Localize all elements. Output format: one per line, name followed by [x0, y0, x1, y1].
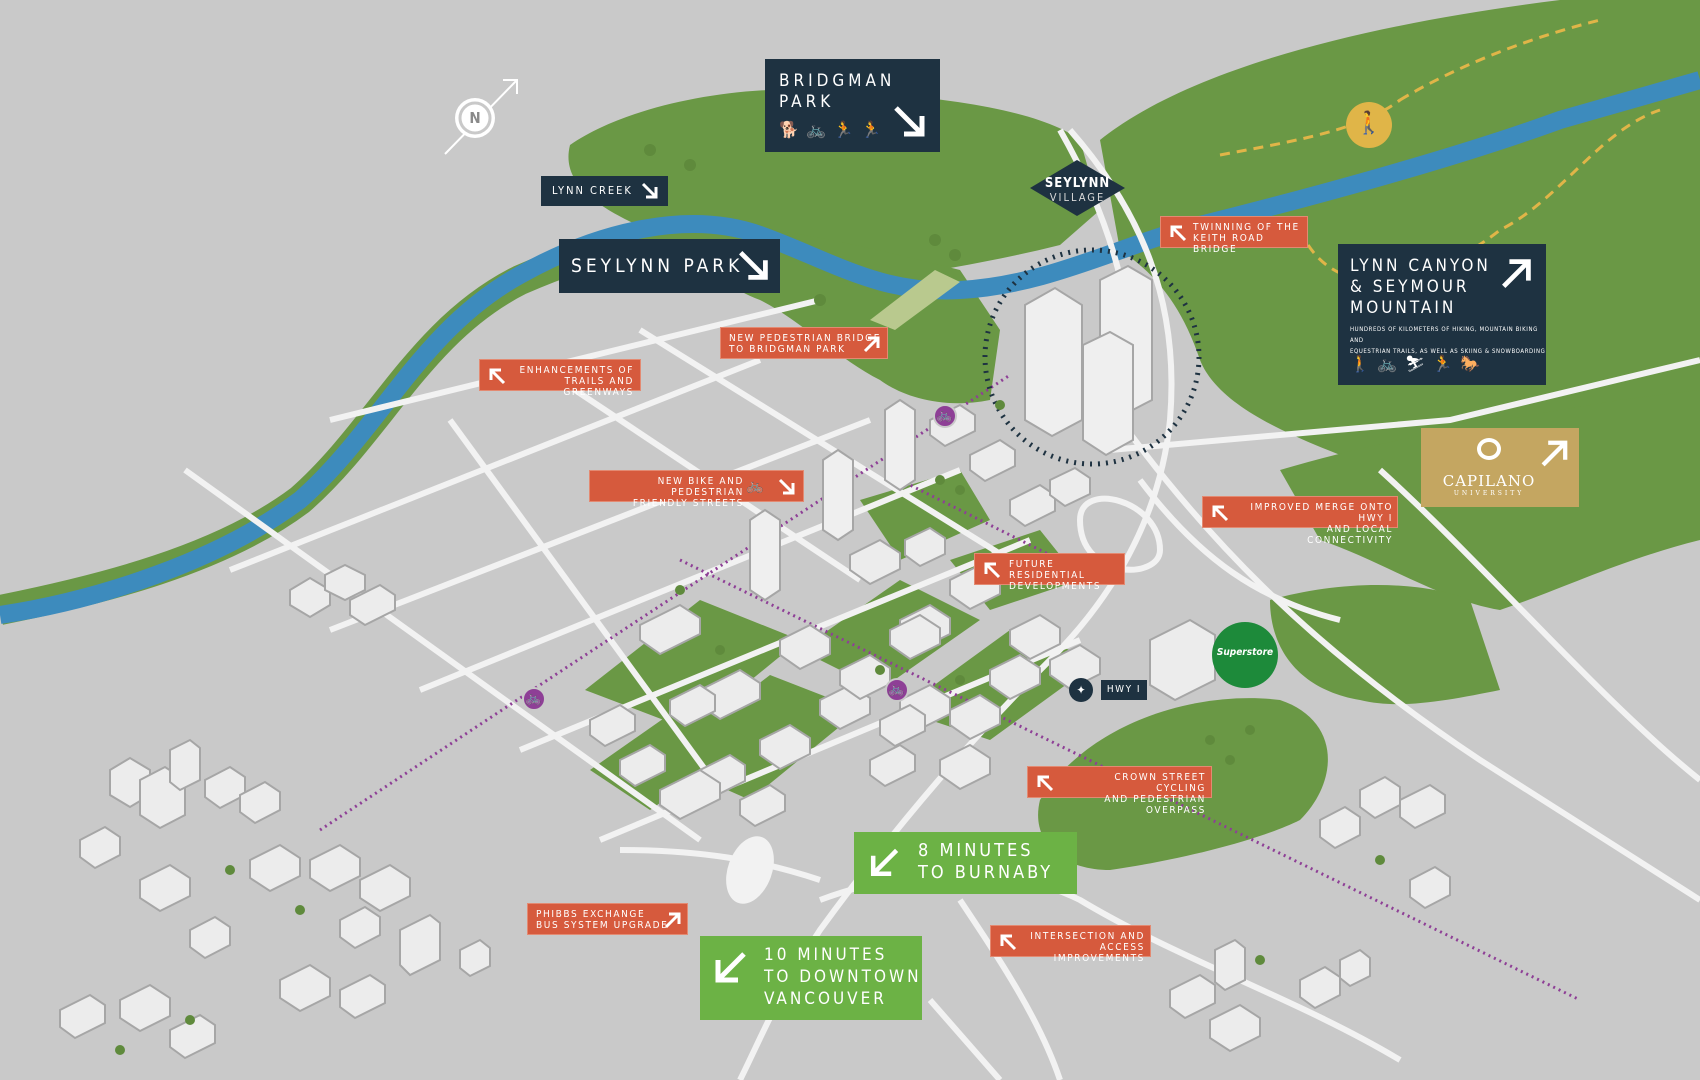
arrow-up-left-icon — [1037, 775, 1054, 792]
bike-icon: 🚲 — [746, 478, 765, 494]
future-residential-label[interactable]: FUTURE RESIDENTIAL DEVELOPMENTS — [974, 553, 1125, 592]
run-icon: 🏃 — [833, 120, 856, 139]
bike-streets-label[interactable]: NEW BIKE AND PEDESTRIAN FRIENDLY STREETS… — [589, 470, 804, 509]
bike-route-marker: 🚲 — [885, 678, 909, 702]
twinning-bridge-text: TWINNING OF THE KEITH ROAD BRIDGE — [1193, 222, 1300, 255]
hwy-label: HWY I — [1101, 680, 1147, 700]
run-icon: 🏃 — [861, 120, 883, 139]
seylynn-village-line2: VILLAGE — [1049, 191, 1106, 204]
arrow-down-right-icon — [739, 251, 768, 280]
seylynn-park-title: SEYLYNN PARK — [571, 255, 744, 277]
trails-text: ENHANCEMENTS OF TRAILS AND GREENWAYS — [519, 365, 634, 398]
downtown-label[interactable]: 10 MINUTES TO DOWNTOWN VANCOUVER — [700, 936, 922, 1020]
apartment-towers — [749, 398, 916, 602]
bike-icon: 🚲 — [1377, 354, 1399, 373]
intersection-text: INTERSECTION AND ACCESS IMPROVEMENTS — [1030, 931, 1145, 964]
compass-north-label: N — [469, 109, 481, 127]
lynn-creek-title: LYNN CREEK — [552, 184, 633, 197]
lynn-canyon-label[interactable]: LYNN CANYON & SEYMOUR MOUNTAIN HUNDREDS … — [1338, 244, 1546, 385]
arrow-up-left-icon — [1000, 934, 1017, 951]
seylynn-village-line1: SEYLYNN — [1044, 176, 1111, 191]
bridgman-activity-icons: 🐕 🚲 🏃 🏃 — [779, 122, 883, 138]
horse-icon: 🐎 — [1460, 354, 1482, 373]
diamond-shape — [1030, 160, 1125, 216]
hwy-merge-text: IMPROVED MERGE ONTO HWY I AND LOCAL CONN… — [1250, 502, 1393, 546]
arrow-up-left-icon — [1212, 505, 1229, 522]
pedestrian-bridge-text: NEW PEDESTRIAN BRIDGE TO BRIDGMAN PARK — [729, 333, 881, 355]
compass: N — [437, 72, 527, 162]
maple-leaf-icon: ✦ — [1069, 678, 1093, 702]
superstore-text: Superstore — [1216, 647, 1274, 658]
arrow-down-right-icon — [641, 182, 658, 199]
hiker-marker: 🚶 — [1346, 102, 1392, 148]
downtown-text: 10 MINUTES TO DOWNTOWN VANCOUVER — [764, 945, 922, 1009]
pedestrian-bridge — [870, 270, 960, 330]
compass-arrow-icon — [444, 79, 518, 155]
lynn-creek-label[interactable]: LYNN CREEK — [541, 176, 668, 206]
superstore-marker[interactable]: Superstore — [1212, 622, 1278, 688]
hwy-merge-label[interactable]: IMPROVED MERGE ONTO HWY I AND LOCAL CONN… — [1202, 496, 1398, 546]
twinning-bridge-label[interactable]: TWINNING OF THE KEITH ROAD BRIDGE — [1160, 216, 1308, 255]
phibbs-exchange-text: PHIBBS EXCHANGE BUS SYSTEM UPGRADE — [536, 909, 669, 931]
arrow-down-right-icon — [894, 106, 925, 137]
seylynn-village-marker[interactable]: SEYLYNN VILLAGE — [1030, 160, 1125, 216]
arrow-up-right-icon — [1502, 259, 1531, 288]
bike-icon: 🚲 — [936, 408, 953, 423]
seylynn-towers — [1024, 264, 1153, 457]
intersection-label[interactable]: INTERSECTION AND ACCESS IMPROVEMENTS — [990, 925, 1151, 964]
bridgman-park-label[interactable]: BRIDGMAN PARK 🐕 🚲 🏃 🏃 — [765, 59, 940, 152]
bike-route-marker: 🚲 — [933, 404, 957, 428]
arrow-up-right-icon — [863, 336, 880, 353]
ski-icon: ⛷ — [1404, 354, 1427, 373]
hiker-icon: 🚶 — [1355, 111, 1383, 136]
burnaby-text: 8 MINUTES TO BURNABY — [918, 840, 1054, 883]
arrow-down-left-icon — [870, 848, 899, 877]
bike-streets-text: NEW BIKE AND PEDESTRIAN FRIENDLY STREETS — [632, 476, 744, 509]
bike-icon: 🚲 — [888, 682, 905, 697]
arrow-down-right-icon — [778, 478, 795, 495]
seylynn-village-ring — [982, 247, 1202, 467]
arrow-up-left-icon — [1170, 225, 1187, 242]
arrow-up-left-icon — [489, 368, 506, 385]
arrow-up-right-icon — [1541, 440, 1568, 467]
capilano-university-label[interactable]: CAPILANO UNIVERSITY — [1421, 428, 1579, 507]
bike-icon: 🚲 — [525, 691, 542, 706]
capilano-name: CAPILANO — [1442, 472, 1536, 490]
capilano-logo-icon — [1477, 438, 1501, 460]
trees — [115, 144, 1385, 1055]
hike-icon: 🚶 — [1350, 354, 1372, 373]
southeast-forest — [1270, 585, 1500, 705]
burnaby-label[interactable]: 8 MINUTES TO BURNABY — [854, 832, 1077, 894]
low-buildings — [59, 403, 1451, 1060]
crown-street-label[interactable]: CROWN STREET CYCLING AND PEDESTRIAN OVER… — [1027, 766, 1212, 816]
crown-street-text: CROWN STREET CYCLING AND PEDESTRIAN OVER… — [1104, 772, 1206, 816]
future-residential-text: FUTURE RESIDENTIAL DEVELOPMENTS — [1009, 559, 1102, 592]
arrow-up-right-icon — [664, 912, 681, 929]
trails-label[interactable]: ENHANCEMENTS OF TRAILS AND GREENWAYS — [479, 359, 641, 398]
run-icon: 🏃 — [1432, 354, 1455, 373]
arrow-up-left-icon — [984, 562, 1001, 579]
lynn-canyon-title: LYNN CANYON & SEYMOUR MOUNTAIN — [1350, 256, 1491, 318]
seylynn-park-label[interactable]: SEYLYNN PARK — [559, 239, 780, 293]
capilano-sub: UNIVERSITY — [1453, 490, 1525, 497]
bridgman-park-title: BRIDGMAN PARK — [779, 71, 896, 112]
pedestrian-bridge-label[interactable]: NEW PEDESTRIAN BRIDGE TO BRIDGMAN PARK — [720, 327, 888, 359]
phibbs-exchange-label[interactable]: PHIBBS EXCHANGE BUS SYSTEM UPGRADE — [527, 903, 688, 935]
lynn-canyon-description: HUNDREDS OF KILOMETERS OF HIKING, MOUNTA… — [1350, 326, 1546, 355]
arrow-down-left-icon — [715, 952, 746, 983]
bike-routes — [319, 373, 1581, 1002]
bike-route-marker: 🚲 — [522, 687, 546, 711]
roundabout — [726, 836, 774, 904]
walk-dog-icon: 🐕 — [779, 120, 801, 139]
bike-icon: 🚲 — [806, 120, 828, 139]
lynn-canyon-activity-icons: 🚶 🚲 ⛷ 🏃 🐎 — [1350, 356, 1482, 372]
